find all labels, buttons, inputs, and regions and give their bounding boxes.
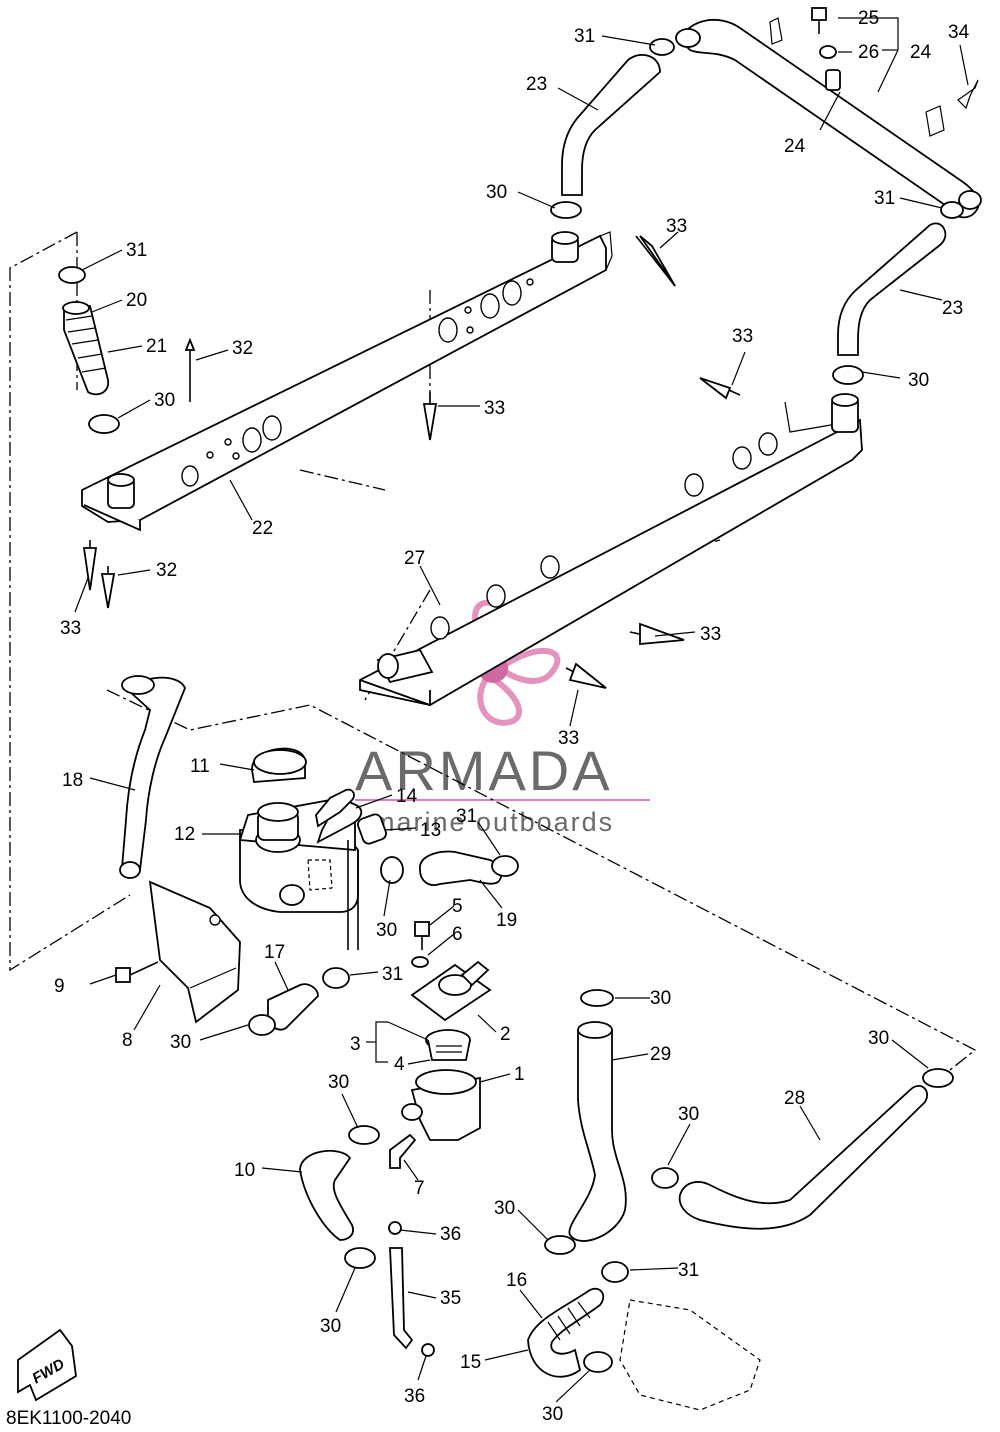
- callout-33: 33: [558, 728, 579, 749]
- cooling-pipe-24: [675, 17, 982, 219]
- callout-21: 21: [146, 336, 167, 357]
- hose-19: [380, 850, 519, 886]
- bolt-5: [414, 921, 430, 950]
- thermostat-housing-1: [401, 1069, 481, 1141]
- callout-27: 27: [404, 548, 425, 569]
- callout-36: 36: [440, 1224, 461, 1245]
- clamp-31-left: [58, 266, 86, 284]
- callout-31: 31: [126, 240, 147, 261]
- callout-2: 2: [500, 1024, 511, 1045]
- grommet-13: [357, 813, 387, 845]
- callout-24: 24: [784, 136, 806, 157]
- bolt-9: [115, 961, 159, 983]
- callout-16: 16: [506, 1270, 527, 1291]
- hose-14: [315, 788, 363, 844]
- callout-30: 30: [486, 182, 507, 203]
- callout-31: 31: [456, 806, 477, 827]
- callout-30: 30: [170, 1032, 191, 1053]
- exhaust-cover-22: [81, 231, 613, 532]
- callout-31: 31: [574, 26, 595, 47]
- callout-33: 33: [666, 216, 687, 237]
- washer-6: [411, 956, 429, 968]
- callout-10: 10: [234, 1160, 255, 1181]
- callout-30: 30: [650, 988, 671, 1009]
- callout-30: 30: [320, 1316, 341, 1337]
- outline-block-dashed: [619, 1299, 761, 1411]
- clamp-30-left: [88, 414, 120, 434]
- callout-35: 35: [440, 1288, 461, 1309]
- callout-22: 22: [252, 518, 273, 539]
- reservoir-tank-12: [238, 799, 359, 950]
- hose-23-upper: [561, 54, 661, 196]
- callout-30: 30: [868, 1028, 889, 1049]
- callout-30: 30: [376, 920, 397, 941]
- callout-13: 13: [420, 820, 441, 841]
- hose-23-right: [837, 222, 947, 356]
- callout-23: 23: [526, 74, 547, 95]
- callout-36: 36: [404, 1386, 425, 1407]
- callout-26: 26: [858, 42, 879, 63]
- callout-23: 23: [942, 298, 963, 319]
- tank-cap-11: [251, 747, 307, 783]
- hose-15-16: [527, 1261, 629, 1378]
- callout-12: 12: [174, 824, 195, 845]
- callout-31: 31: [874, 188, 895, 209]
- callout-15: 15: [460, 1352, 481, 1373]
- callout-30: 30: [542, 1404, 563, 1425]
- watermark-brand: ARMADA: [355, 739, 613, 802]
- callout-5: 5: [452, 896, 463, 917]
- hose-29: [544, 989, 627, 1255]
- bracket-8: [148, 880, 241, 1024]
- thermostat-cover-2: [410, 960, 492, 1022]
- callout-33: 33: [484, 398, 505, 419]
- hose-17: [248, 967, 350, 1036]
- callout-25: 25: [858, 8, 879, 29]
- callout-31: 31: [678, 1260, 699, 1281]
- callout-7: 7: [414, 1178, 425, 1199]
- callout-18: 18: [62, 770, 83, 791]
- callout-4: 4: [394, 1054, 405, 1075]
- callout-33: 33: [700, 624, 721, 645]
- hose-18: [119, 675, 186, 879]
- callout-14: 14: [396, 786, 418, 807]
- hose-28: [651, 1068, 954, 1230]
- thermostat-3: [425, 1029, 471, 1061]
- diagram-code: 8EK1100-2040: [6, 1408, 131, 1429]
- hose-35: [388, 1221, 435, 1357]
- callout-6: 6: [452, 924, 463, 945]
- forward-arrow-icon: FWD: [17, 1328, 77, 1402]
- callout-31: 31: [382, 964, 403, 985]
- clamps-upper: [550, 38, 964, 385]
- callout-20: 20: [126, 290, 147, 311]
- callout-33: 33: [732, 326, 753, 347]
- callout-9: 9: [54, 976, 65, 997]
- callout-labels: 31 25 26 24 34 23 24 30 31 33 23 31 20 2…: [54, 8, 970, 1425]
- callout-28: 28: [784, 1088, 805, 1109]
- callout-32: 32: [156, 560, 177, 581]
- hose-10: [299, 1125, 380, 1269]
- callout-32: 32: [232, 338, 253, 359]
- callout-19: 19: [496, 910, 517, 931]
- callout-30: 30: [154, 390, 175, 411]
- bolts-and-rivets: [82, 7, 979, 689]
- callout-34: 34: [948, 22, 970, 43]
- callout-30: 30: [908, 370, 929, 391]
- exhaust-cover-27: [359, 393, 863, 707]
- callout-30: 30: [494, 1198, 515, 1219]
- callout-3: 3: [350, 1034, 361, 1055]
- callout-11: 11: [190, 756, 210, 777]
- callout-1: 1: [514, 1064, 525, 1085]
- callout-29: 29: [650, 1044, 671, 1065]
- callout-30: 30: [328, 1072, 349, 1093]
- callout-8: 8: [122, 1030, 133, 1051]
- callout-30: 30: [678, 1104, 699, 1125]
- callout-24: 24: [910, 42, 932, 63]
- leader-lines: [74, 17, 969, 1403]
- hose-21: [62, 301, 110, 396]
- callout-33: 33: [60, 618, 81, 639]
- fitting-7: [389, 1133, 417, 1169]
- callout-17: 17: [264, 942, 285, 963]
- watermark-tagline: marine outboards: [372, 807, 614, 837]
